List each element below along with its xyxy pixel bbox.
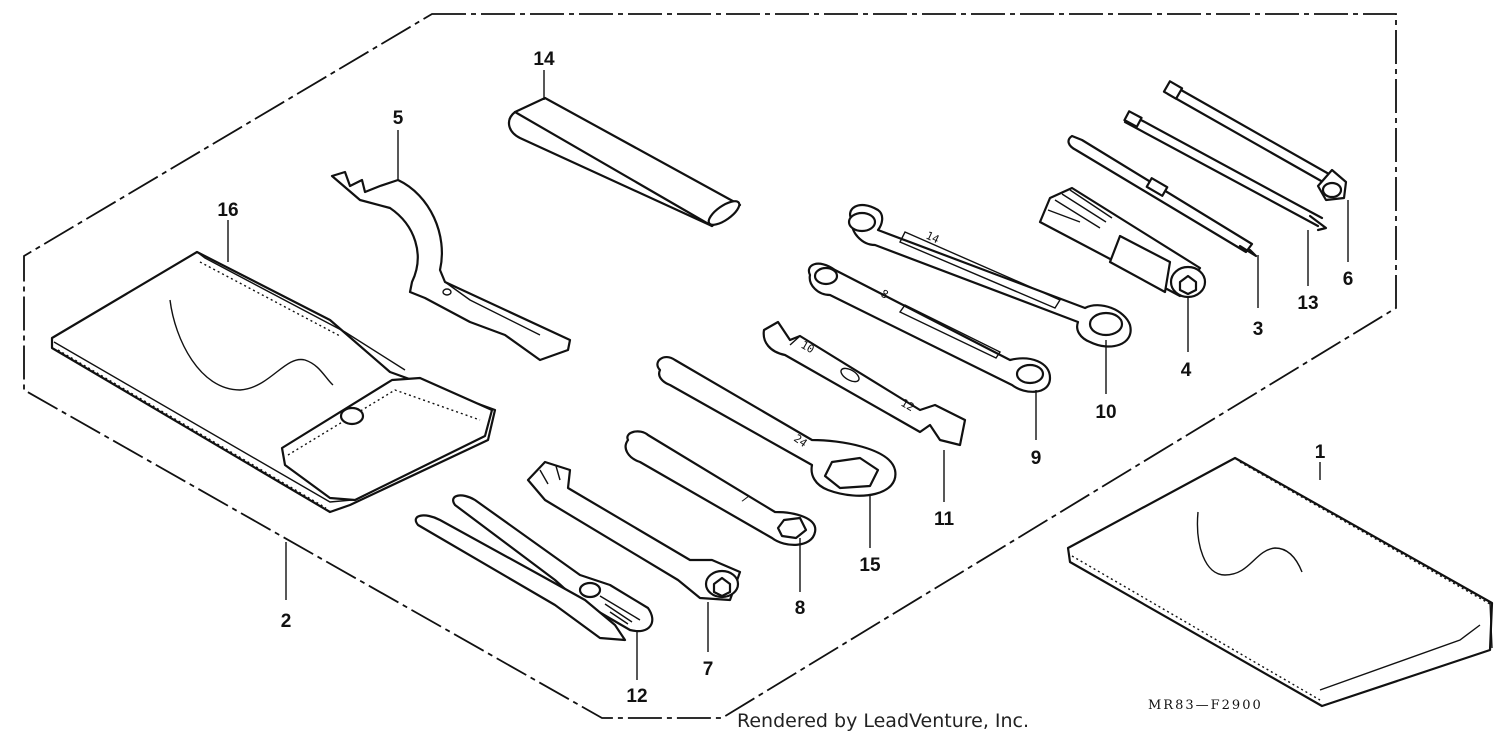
callout-4: 4 <box>1181 360 1192 381</box>
screwdriver-shaft-part-13 <box>1123 110 1328 232</box>
wrench-size-14: 14 <box>924 229 942 247</box>
credit-text: Rendered by LeadVenture, Inc. <box>737 710 1030 732</box>
handle-pad-part-14 <box>507 96 742 228</box>
hex-wrench-part-15: 24 <box>656 355 897 497</box>
callout-13: 13 <box>1297 293 1318 314</box>
callout-10: 10 <box>1095 402 1116 423</box>
extension-bar-part-6 <box>1162 80 1348 202</box>
wrench-size-12: 12 <box>899 396 917 414</box>
screwdriver-part-3 <box>1067 134 1258 258</box>
manual-pouch-part-1 <box>1066 456 1494 708</box>
callout-7: 7 <box>703 659 714 680</box>
kit-boundary-outline <box>23 13 1397 719</box>
box-wrench-part-10: 14 <box>847 203 1132 348</box>
wrench-size-10: 10 <box>799 338 817 356</box>
callout-2: 2 <box>281 611 292 632</box>
callout-16: 16 <box>217 200 238 221</box>
pin-spanner-part-5 <box>330 170 572 362</box>
callout-15: 15 <box>859 555 881 576</box>
callout-6: 6 <box>1343 269 1354 290</box>
leader-lines <box>227 70 1349 680</box>
callout-14: 14 <box>533 49 555 70</box>
drawing-code: MR83—F2900 <box>1148 698 1263 713</box>
callout-5: 5 <box>393 108 404 129</box>
callout-3: 3 <box>1253 319 1264 340</box>
box-wrench-part-9: 8 <box>807 262 1052 393</box>
spark-plug-wrench-part-7 <box>526 460 742 602</box>
callout-11: 11 <box>934 509 955 530</box>
callout-9: 9 <box>1031 448 1042 469</box>
open-wrench-part-11: 10 12 <box>762 320 967 447</box>
callout-12: 12 <box>626 686 647 707</box>
callout-1: 1 <box>1315 442 1326 463</box>
callout-8: 8 <box>795 598 806 619</box>
small-wrench-part-8: 7 <box>624 430 817 546</box>
screwdriver-handle-part-4 <box>1038 186 1207 299</box>
wrench-size-8: 8 <box>879 287 891 302</box>
tool-bag-part-16 <box>50 250 497 514</box>
pliers-part-12 <box>414 494 654 642</box>
